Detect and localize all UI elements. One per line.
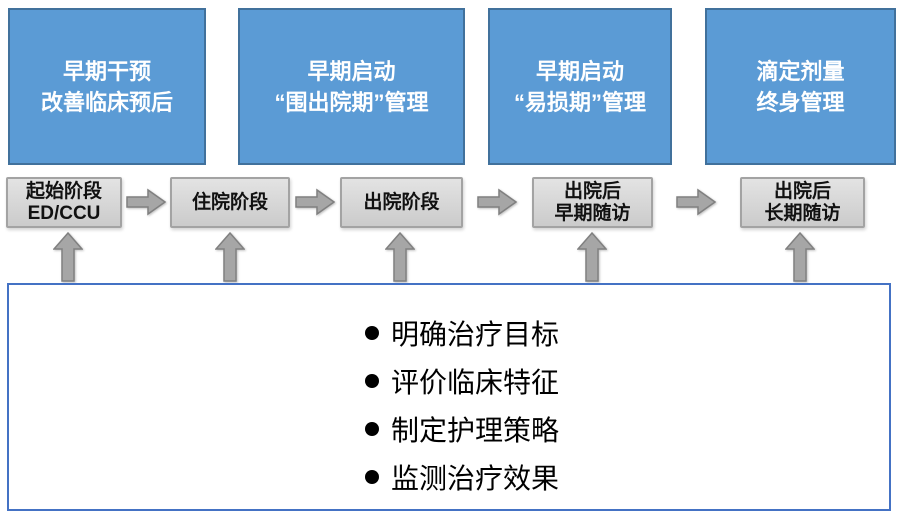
goal-box-lifelong-management: 滴定剂量 终身管理 [705,8,896,165]
bullet-list: 明确治疗目标 评价临床特征 制定护理策略 监测治疗效果 [365,309,559,501]
stage-box-line: 出院后 [773,180,831,202]
up-arrow-icon [52,231,84,282]
right-arrow-icon [676,188,717,216]
list-item: 制定护理策略 [365,405,559,453]
goal-box-early-intervention: 早期干预 改善临床预后 [8,8,206,165]
stage-box-discharge: 出院阶段 [340,177,463,228]
goal-box-line: 改善临床预后 [40,89,173,115]
goal-box-vulnerable-period: 早期启动 “易损期”管理 [488,8,672,165]
stage-box-line: 长期随访 [764,202,841,224]
bullet-text: 评价临床特征 [391,367,560,398]
goal-box-peri-discharge: 早期启动 “围出院期”管理 [238,8,465,165]
goal-box-line: 早期启动 [535,58,624,84]
management-principles-panel: 明确治疗目标 评价临床特征 制定护理策略 监测治疗效果 [7,283,891,511]
bullet-text: 明确治疗目标 [391,319,560,350]
list-item: 明确治疗目标 [365,309,559,357]
bullet-icon [365,422,379,436]
bullet-icon [365,326,379,340]
up-arrow-icon [214,231,246,282]
right-arrow-icon [477,188,518,216]
bullet-icon [365,374,379,388]
goal-box-line: 早期干预 [62,58,151,84]
goal-box-line: “围出院期”管理 [274,89,429,115]
stage-box-line: 出院后 [563,180,621,202]
right-arrow-icon [126,188,167,216]
stage-box-line: 住院阶段 [191,191,268,213]
bullet-text: 监测治疗效果 [391,463,560,494]
stage-box-line: 出院阶段 [363,191,440,213]
stage-box-line: 起始阶段 [25,180,102,202]
stage-box-early-followup: 出院后 早期随访 [532,177,653,228]
stage-box-line: ED/CCU [27,202,101,224]
stage-box-initial-ed-ccu: 起始阶段 ED/CCU [6,177,122,228]
list-item: 评价临床特征 [365,357,559,405]
stage-box-longterm-followup: 出院后 长期随访 [740,177,865,228]
stage-box-hospitalization: 住院阶段 [170,177,290,228]
up-arrow-icon [576,231,608,282]
right-arrow-icon [295,188,336,216]
bullet-text: 制定护理策略 [391,415,560,446]
goal-box-line: 早期启动 [307,58,396,84]
bullet-icon [365,470,379,484]
up-arrow-icon [784,231,816,282]
stage-box-line: 早期随访 [554,202,631,224]
goal-box-line: “易损期”管理 [513,89,646,115]
goal-box-line: 终身管理 [756,89,845,115]
up-arrow-icon [384,231,416,282]
list-item: 监测治疗效果 [365,453,559,501]
goal-box-line: 滴定剂量 [756,58,845,84]
